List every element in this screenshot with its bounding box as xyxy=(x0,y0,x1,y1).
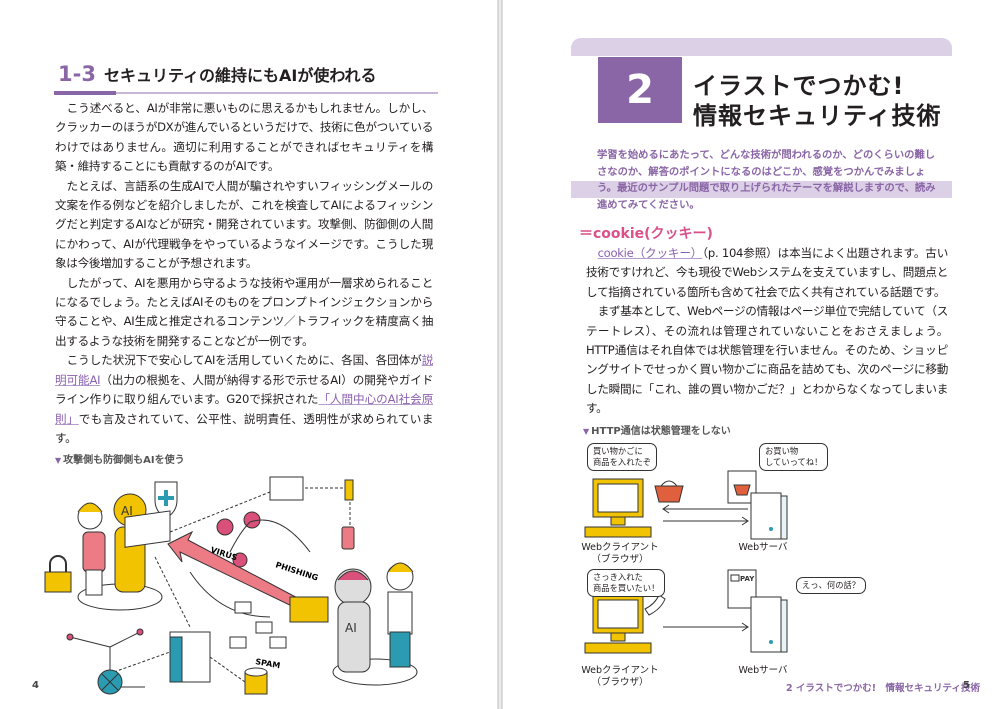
paragraph: したがって、AIを悪用から守るような技術や運用が一層求められることになるでしょう… xyxy=(55,275,433,348)
http-diagram-2: PAY xyxy=(584,569,788,654)
page-number: 5 xyxy=(963,680,970,691)
network-node-icon xyxy=(66,628,145,695)
card-icon xyxy=(730,574,740,582)
left-content-column: こう述べると、AIが非常に悪いものに思えるかもしれません。しかし、クラッカーのほ… xyxy=(44,99,433,702)
paragraph: たとえば、言語系の生成AIで人間が騙されやすいフィッシングメールの文案を作る例な… xyxy=(55,178,433,271)
paragraph: まず基本として、Webページの情報はページ単位で完結していて（ステートレス）、そ… xyxy=(586,304,948,416)
right-body-text: cookie（クッキー）（p. 104参照）は本当によく出題されます。古い技術で… xyxy=(586,244,948,419)
page-number: 4 xyxy=(32,680,39,691)
bubble-line: 買い物かごに xyxy=(593,445,643,456)
web-server-icon xyxy=(750,596,788,653)
running-head: 2 イラストでつかむ! 情報セキュリティ技術 xyxy=(786,683,980,694)
link-explainable-ai[interactable]: 説明可能AI xyxy=(55,353,433,387)
client-label: Webクライアント（ブラウザ） xyxy=(575,542,665,566)
lock-icon xyxy=(44,555,72,593)
monitor-icon xyxy=(269,476,304,501)
http-diagram-1-block: 買い物かごに商品を入れたぞ お買い物していってね！ Webクライアント（ブラウザ… xyxy=(581,441,948,567)
web-server-icon xyxy=(750,492,788,540)
paragraph: こう述べると、AIが非常に悪いものに思えるかもしれません。しかし、クラッカーのほ… xyxy=(55,101,433,174)
attacker-laptop-icon xyxy=(289,596,329,623)
pointing-hand-icon xyxy=(644,593,666,616)
laptop-icon xyxy=(124,510,171,549)
label-line: Webクライアント xyxy=(581,664,659,676)
spam-label: SPAM xyxy=(255,657,281,670)
figure-caption: ▼HTTP通信は状態管理をしない xyxy=(583,425,948,439)
ai-label: AI xyxy=(121,504,133,518)
spam-envelopes xyxy=(229,601,287,649)
chapter-title-line: イラストでつかむ! xyxy=(693,72,905,100)
http-diagram-1 xyxy=(584,470,788,540)
return-arrow xyxy=(189,572,271,618)
client-computer-icon xyxy=(584,478,652,538)
label-line: （ブラウザ） xyxy=(591,553,649,565)
text: （p. 104参照）は本当によく出題されます。古い技術ですけれど、今も現役でWe… xyxy=(586,246,949,299)
triangle-icon: ▼ xyxy=(583,426,590,436)
http-diagram-2-block: PAY さっき入れた商品を買いたい！ えっ、何の話？ Webクライアント（ブラウ… xyxy=(581,567,948,691)
server-label: Webサーバ xyxy=(738,541,788,553)
router-icon xyxy=(344,479,354,501)
shopping-basket-icon xyxy=(654,480,684,503)
paragraph: cookie（クッキー）（p. 104参照）は本当によく出題されます。古い技術で… xyxy=(586,244,948,302)
link-cookie[interactable]: cookie（クッキー） xyxy=(597,246,703,260)
bubble-line: お買い物 xyxy=(765,445,799,456)
caption-text: 攻撃側も防御側もAIを使う xyxy=(63,455,185,467)
arrows xyxy=(662,504,749,526)
right-page: 2 イラストでつかむ!情報セキュリティ技術 学習を始めるにあたって、どんな技術が… xyxy=(502,0,1000,709)
triangle-icon: ▼ xyxy=(55,456,62,466)
chapter-title-line: 情報セキュリティ技術 xyxy=(693,102,942,130)
woman-figure xyxy=(77,502,106,596)
section-number: 1-3 xyxy=(58,62,96,86)
fishing-rod xyxy=(229,519,311,553)
link-human-centric-ai-principles[interactable]: 「人間中心のAI社会原則」 xyxy=(55,392,433,426)
chapter-title: イラストでつかむ!情報セキュリティ技術 xyxy=(693,71,942,131)
server-icon xyxy=(169,631,211,683)
arrow xyxy=(663,622,749,632)
database-icon xyxy=(244,667,268,695)
label-line: （ブラウザ） xyxy=(591,676,649,688)
bubble-line: 商品を買いたい！ xyxy=(593,582,660,593)
left-body-text: こう述べると、AIが非常に悪いものに思えるかもしれません。しかし、クラッカーのほ… xyxy=(55,99,433,448)
figure-caption: ▼攻撃側も防御側もAIを使う xyxy=(55,454,433,468)
client-speech-bubble: 買い物かごに商品を入れたぞ xyxy=(587,442,658,471)
smartphone-icon xyxy=(341,526,355,550)
ai-attacker-figure: AI xyxy=(334,568,372,673)
section-heading: 1-3 セキュリティの維持にもAIが使われる xyxy=(54,62,438,95)
client-speech-bubble: さっき入れた商品を買いたい！ xyxy=(587,568,666,597)
man-figure xyxy=(386,562,414,668)
bubble-line: 商品を入れたぞ xyxy=(593,456,652,467)
text: でも言及されていて、公平性、説明責任、透明性が求められています。 xyxy=(55,411,433,445)
right-content-column: cookie（クッキー）（p. 104参照）は本当によく出題されます。古い技術で… xyxy=(581,244,948,691)
subheading-cookie: ＝cookie(クッキー) xyxy=(579,226,713,242)
section-title: セキュリティの維持にもAIが使われる xyxy=(103,66,377,85)
bubble-line: さっき入れた xyxy=(593,571,643,582)
ai-label: AI xyxy=(345,621,357,635)
phishing-label: PHISHING xyxy=(274,561,319,583)
text: （出力の根拠を、人間が納得する形で示せるAI）の開発やガイドライン作りに取り組ん… xyxy=(55,372,433,407)
chapter-number: 2 xyxy=(598,57,682,123)
pay-label: PAY xyxy=(740,575,755,583)
label-line: Webクライアント xyxy=(581,541,659,553)
left-page: 1-3 セキュリティの維持にもAIが使われる こう述べると、AIが非常に悪いものに… xyxy=(0,0,498,709)
caption-text: HTTP通信は状態管理をしない xyxy=(591,425,731,437)
text: こうした状況下で安心してAIを活用していくために、各国、各団体が xyxy=(66,353,422,368)
client-computer-icon xyxy=(584,594,652,654)
client-label: Webクライアント（ブラウザ） xyxy=(575,665,665,689)
book-gutter xyxy=(498,0,502,709)
ai-attack-defense-illustration: AI VIRUS PHISHING SPAM AI xyxy=(44,476,418,695)
server-speech-bubble: えっ、何の話？ xyxy=(796,576,867,594)
chapter-intro: 学習を始めるにあたって、どんな技術が問われるのか、どのくらいの難しさなのか、解答… xyxy=(597,149,936,211)
server-speech-bubble: お買い物していってね！ xyxy=(759,442,829,471)
bubble-line: していってね！ xyxy=(765,456,823,467)
paragraph: こうした状況下で安心してAIを活用していくために、各国、各団体が説明可能AI（出… xyxy=(55,351,433,448)
server-label: Webサーバ xyxy=(738,664,788,676)
